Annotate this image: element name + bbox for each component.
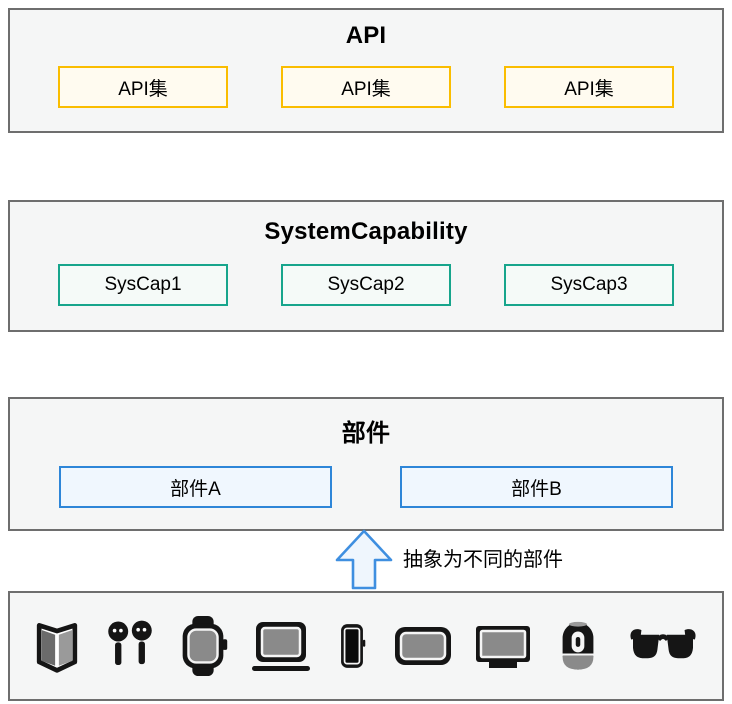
smart-speaker-icon xyxy=(561,621,595,670)
api-set-box-3: API集 xyxy=(504,66,674,108)
smart-glasses-icon xyxy=(629,629,696,659)
smartwatch-icon xyxy=(182,615,228,677)
device-icon-row xyxy=(10,593,722,699)
foldable-phone-icon xyxy=(37,623,78,673)
layer-syscap-items: SysCap1 SysCap2 SysCap3 xyxy=(10,264,722,306)
layer-component-title: 部件 xyxy=(341,420,391,447)
syscap-box-2: SysCap2 xyxy=(281,264,451,306)
api-set-box-1: API集 xyxy=(58,66,228,108)
layer-api: API API集 API集 API集 xyxy=(8,8,724,133)
tv-icon xyxy=(475,626,530,668)
component-box-b: 部件B xyxy=(400,466,673,508)
layer-api-items: API集 API集 API集 xyxy=(10,66,722,108)
component-box-a: 部件A xyxy=(59,466,332,508)
layer-api-title: API xyxy=(345,22,387,49)
layer-system-capability: SystemCapability SysCap1 SysCap2 SysCap3 xyxy=(8,200,724,332)
phone-icon xyxy=(341,624,366,668)
layer-devices xyxy=(8,591,724,701)
arrow-label: 抽象为不同的部件 xyxy=(403,549,563,571)
laptop-icon xyxy=(251,622,310,671)
layer-syscap-title: SystemCapability xyxy=(264,218,468,245)
layer-component-items: 部件A 部件B xyxy=(10,466,722,508)
layer-component: 部件 部件A 部件B xyxy=(8,397,724,531)
syscap-box-3: SysCap3 xyxy=(504,264,674,306)
earbuds-icon xyxy=(108,620,152,666)
up-arrow-icon xyxy=(334,529,394,590)
syscap-box-1: SysCap1 xyxy=(58,264,228,306)
api-set-box-2: API集 xyxy=(281,66,451,108)
tablet-icon xyxy=(395,627,452,665)
